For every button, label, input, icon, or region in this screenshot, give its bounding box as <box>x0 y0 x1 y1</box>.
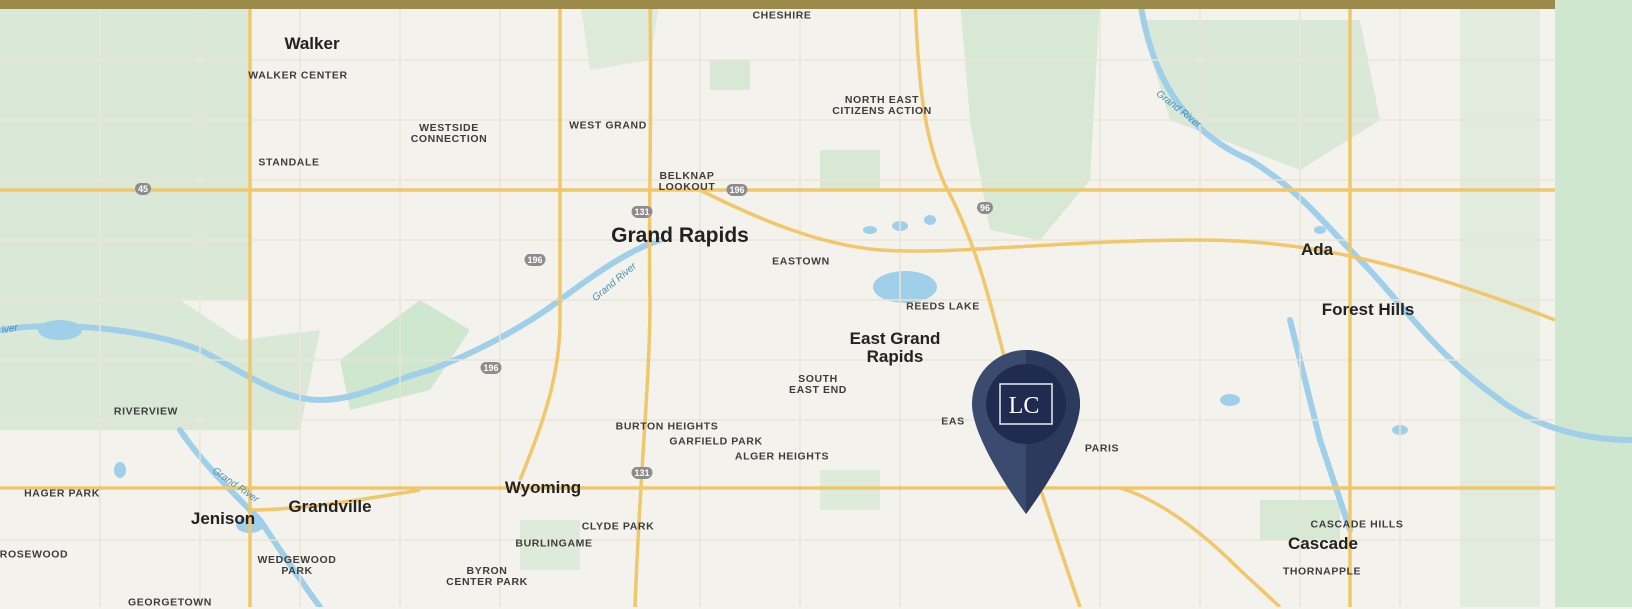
hood-label-burlingame: BURLINGAME <box>515 537 593 550</box>
hood-label-eastown: EASTOWN <box>772 255 830 268</box>
highway-shield-96: 96 <box>976 202 994 214</box>
hood-label-westside-connection: WESTSIDE CONNECTION <box>410 121 488 145</box>
hood-label-cheshire: CHESHIRE <box>752 9 812 22</box>
highway-shield-45: 45 <box>134 183 152 195</box>
hood-label-standale: STANDALE <box>258 156 320 169</box>
hood-label-reeds-lake: REEDS LAKE <box>906 300 980 313</box>
hood-label-north-east-citizens-action: NORTH EAST CITIZENS ACTION <box>832 93 932 117</box>
hood-label-alger-heights: ALGER HEIGHTS <box>734 450 830 463</box>
hood-label-eas: EAS <box>941 415 965 428</box>
map-pin-shape: LC <box>972 350 1080 514</box>
lakes-layer <box>38 215 1408 533</box>
hood-label-wedgewood-park: WEDGEWOOD PARK <box>257 553 337 577</box>
hood-label-walker-center: WALKER CENTER <box>248 69 348 82</box>
hood-label-hager-park: HAGER PARK <box>24 487 100 500</box>
major-roads-layer <box>0 0 1556 607</box>
hood-label-rosewood: ROSEWOOD <box>0 548 69 561</box>
hood-label-paris: PARIS <box>1084 442 1120 455</box>
highway-shield-131-north: 131 <box>631 206 653 218</box>
hood-label-thornapple: THORNAPPLE <box>1282 565 1362 578</box>
city-label-east-grand-rapids: East Grand Rapids <box>849 329 941 366</box>
logo-text: LC <box>1009 393 1040 419</box>
hood-label-garfield-park: GARFIELD PARK <box>669 435 763 448</box>
hood-label-byron-center-park: BYRON CENTER PARK <box>446 564 528 588</box>
city-label-jenison: Jenison <box>190 509 256 529</box>
city-label-grand-rapids: Grand Rapids <box>611 223 749 247</box>
hood-label-belknap-lookout: BELKNAP LOOKOUT <box>658 169 716 193</box>
city-label-forest-hills: Forest Hills <box>1321 300 1415 320</box>
hood-label-west-grand: WEST GRAND <box>569 119 647 132</box>
highway-shield-196-south: 196 <box>480 362 502 374</box>
city-label-cascade: Cascade <box>1288 534 1358 554</box>
hood-label-south-east-end: SOUTH EAST END <box>789 372 847 396</box>
city-label-ada: Ada <box>1300 240 1334 260</box>
highway-shield-196-west: 196 <box>524 254 546 266</box>
hood-label-riverview: RIVERVIEW <box>113 405 179 418</box>
minor-roads-layer <box>0 0 1555 607</box>
city-label-grandville: Grandville <box>288 497 372 517</box>
highway-shield-131-south: 131 <box>631 467 653 479</box>
hood-label-clyde-park: CLYDE PARK <box>581 520 655 533</box>
city-label-walker: Walker <box>284 34 340 54</box>
city-label-wyoming: Wyoming <box>504 478 582 498</box>
header-bar <box>0 0 1555 9</box>
highway-shield-196-east: 196 <box>726 184 748 196</box>
hood-label-georgetown: GEORGETOWN <box>128 596 212 609</box>
map-pin-icon[interactable]: LC <box>968 346 1084 518</box>
hood-label-cascade-hills: CASCADE HILLS <box>1310 518 1404 531</box>
hood-label-burton-heights: BURTON HEIGHTS <box>615 420 719 433</box>
